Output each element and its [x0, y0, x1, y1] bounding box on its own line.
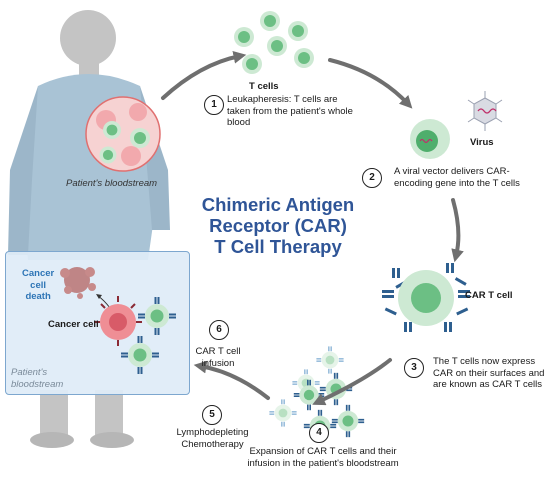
step-1-text: Leukapheresis: T cells are taken from th… — [227, 94, 353, 129]
bloodstream-circle — [85, 96, 161, 172]
inset-bloodstream-label: Patient's bloodstream — [11, 367, 63, 390]
transduced-t-cell — [410, 119, 450, 159]
cancer-cell-death-debris — [60, 267, 96, 299]
virus-label: Virus — [470, 137, 494, 148]
cancer-death-line: Cancer — [22, 268, 55, 279]
step-5-line: Chemotherapy — [181, 438, 244, 450]
step-6-line: infusion — [201, 357, 235, 369]
step-2-number: 2 — [362, 168, 382, 188]
title-line-2: Receptor (CAR) — [209, 215, 347, 236]
step-4-number: 4 — [309, 423, 329, 443]
step-6-text: CAR T cell infusion — [188, 346, 248, 369]
step-1-line: blood — [227, 117, 251, 128]
step-2-line: encoding gene into the T cells — [394, 177, 520, 189]
step-1-line: Leukapheresis: T cells are — [227, 94, 338, 105]
patient-bloodstream-label: Patient's bloodstream — [66, 178, 158, 189]
title-line-1: Chimeric Antigen — [201, 194, 355, 215]
inset-label-line: Patient's — [11, 367, 48, 378]
step-2-line: A viral vector delivers CAR- — [394, 166, 510, 177]
inset-label-line: bloodstream — [11, 378, 64, 390]
step-3-text: The T cells now express CAR on their sur… — [433, 356, 544, 391]
virus-icon — [467, 91, 503, 131]
step-3-number: 3 — [404, 358, 424, 378]
step-4-line: Expansion of CAR T cells and their — [249, 446, 397, 457]
step-1-number: 1 — [204, 95, 224, 115]
step-1-line: taken from the patient's whole — [227, 105, 353, 117]
step-6-number: 6 — [209, 320, 229, 340]
car-t-cell-large — [382, 263, 470, 332]
step-2-text: A viral vector delivers CAR- encoding ge… — [394, 166, 520, 189]
cancer-death-line: cell — [30, 279, 47, 291]
step-4-text: Expansion of CAR T cells and their infus… — [243, 446, 403, 469]
step-5-text: Lymphodepleting Chemotherapy — [170, 427, 255, 450]
step-5-line: Lymphodepleting — [176, 427, 249, 438]
diagram-title: Chimeric Antigen Receptor (CAR) T Cell T… — [186, 194, 370, 257]
car-t-cell-label: CAR T cell — [465, 290, 513, 301]
step-3-line: CAR on their surfaces and — [433, 367, 545, 379]
t-cells-label: T cells — [249, 81, 279, 92]
cancer-cell — [94, 296, 142, 346]
cycle-arrows — [161, 50, 464, 406]
step-3-line: are known as CAR T cells — [433, 379, 542, 390]
step-4-line: infusion in the patient's bloodstream — [247, 457, 399, 469]
cancer-death-line: death — [25, 291, 51, 302]
title-line-3: T Cell Therapy — [214, 236, 342, 257]
step-3-line: The T cells now express — [433, 356, 536, 367]
step-5-number: 5 — [202, 405, 222, 425]
cancer-cell-death-label: Cancer cell death — [22, 268, 54, 303]
cancer-cell-label: Cancer cell — [48, 319, 99, 330]
step-6-line: CAR T cell — [195, 346, 241, 357]
